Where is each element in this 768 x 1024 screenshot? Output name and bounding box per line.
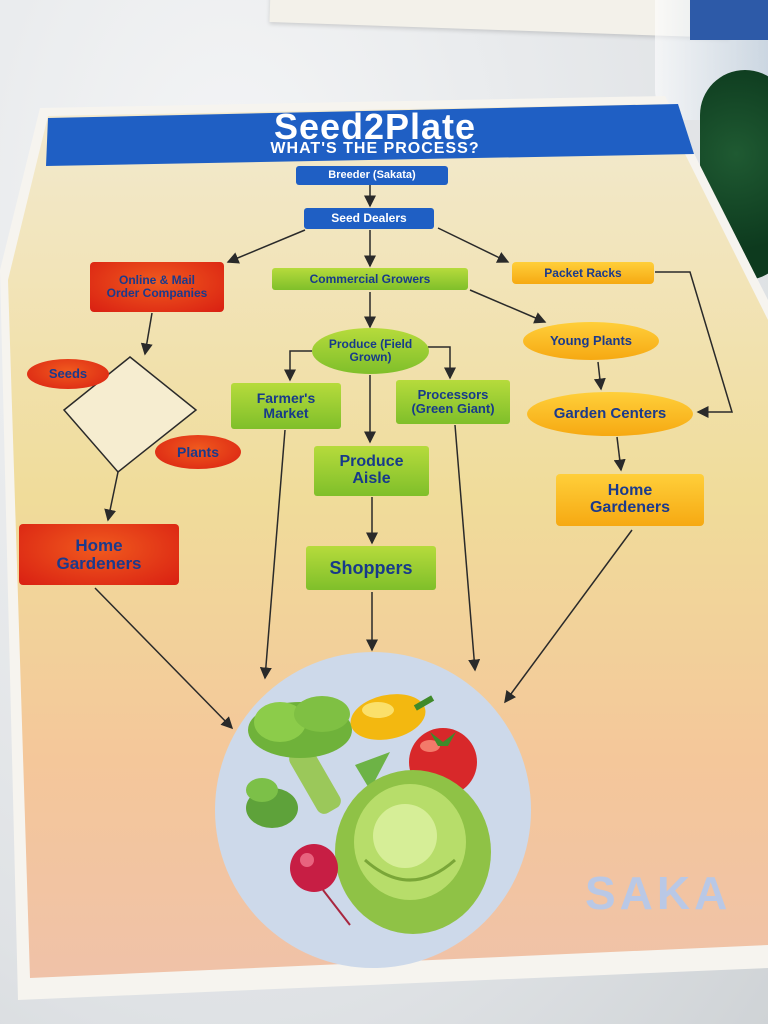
node-farmers-market: Farmer's Market	[231, 383, 341, 429]
arrow-homeright-plate	[504, 529, 633, 704]
arrow-dealers-packet	[437, 227, 510, 263]
node-online-mail-order: Online & Mail Order Companies	[90, 262, 224, 312]
arrow-packet-garden	[655, 271, 734, 418]
node-commercial-growers: Commercial Growers	[272, 268, 468, 290]
node-young-plants: Young Plants	[523, 322, 659, 360]
arrow-online-diamond	[140, 312, 153, 356]
node-seed-dealers: Seed Dealers	[304, 208, 434, 229]
node-breeder: Breeder (Sakata)	[296, 166, 448, 185]
sakata-watermark: SAKA	[585, 867, 732, 919]
arrow-dealers-online	[226, 229, 306, 264]
herb-leaves-illustration	[246, 752, 390, 828]
node-home-gardeners-left: Home Gardeners	[19, 524, 179, 585]
decision-diamond	[62, 356, 198, 474]
arrow-homeleft-plate	[94, 587, 234, 730]
node-produce-field-grown: Produce (Field Grown)	[312, 328, 429, 374]
header-bar	[46, 104, 694, 166]
broccoli-illustration	[248, 696, 352, 814]
page-subtitle: WHAT'S THE PROCESS?	[270, 140, 480, 157]
node-plants: Plants	[155, 435, 241, 469]
yellow-pepper-illustration	[350, 694, 435, 740]
arrow-processors-plate	[454, 424, 481, 672]
node-processors: Processors (Green Giant)	[396, 380, 510, 424]
node-home-gardeners-right: Home Gardeners	[556, 474, 704, 526]
arrow-garden-home	[613, 436, 626, 472]
arrow-diamond-home	[104, 471, 119, 522]
bottle-label	[690, 0, 768, 40]
radish-illustration	[290, 844, 351, 926]
arrow-produce-farmers	[284, 350, 312, 382]
node-shoppers: Shoppers	[306, 546, 436, 590]
arrow-produce-processors	[428, 346, 456, 380]
node-produce-aisle: Produce Aisle	[314, 446, 429, 496]
cabbage-illustration	[335, 770, 491, 934]
arrow-growers-young	[469, 289, 547, 324]
node-seeds: Seeds	[27, 359, 109, 389]
node-packet-racks: Packet Racks	[512, 262, 654, 284]
page-title: Seed2Plate	[273, 106, 477, 147]
node-garden-centers: Garden Centers	[527, 392, 693, 436]
arrow-farmers-plate	[259, 429, 286, 680]
arrow-young-garden	[593, 361, 606, 391]
